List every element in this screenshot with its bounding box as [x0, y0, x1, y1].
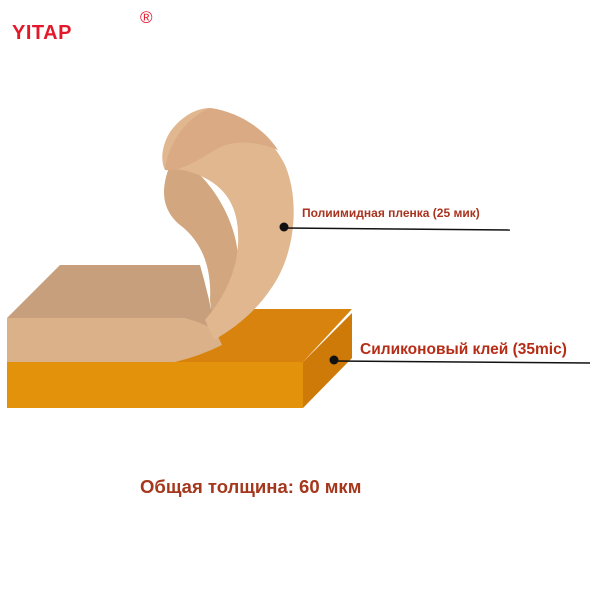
adhesive-front-face [7, 362, 303, 408]
adhesive-side-face [303, 313, 352, 408]
adhesive-pointer-dot [329, 355, 339, 365]
film-curl-top-edge [165, 108, 278, 171]
adhesive-pointer-line [333, 360, 591, 364]
film-pointer-line [283, 227, 511, 231]
registered-mark: ® [140, 8, 153, 27]
silicone-adhesive-label: Силиконовый клей (35mic) [360, 341, 567, 358]
film-curl-inner [164, 165, 239, 332]
polyimide-film-label: Полиимидная пленка (25 мик) [302, 206, 480, 220]
brand-logo-text: YITAP [12, 22, 72, 44]
film-front-face [7, 318, 222, 362]
total-thickness-label: Общая толщина: 60 мкм [140, 476, 362, 497]
film-curl-face [162, 108, 294, 340]
film-pointer-dot [279, 222, 289, 232]
